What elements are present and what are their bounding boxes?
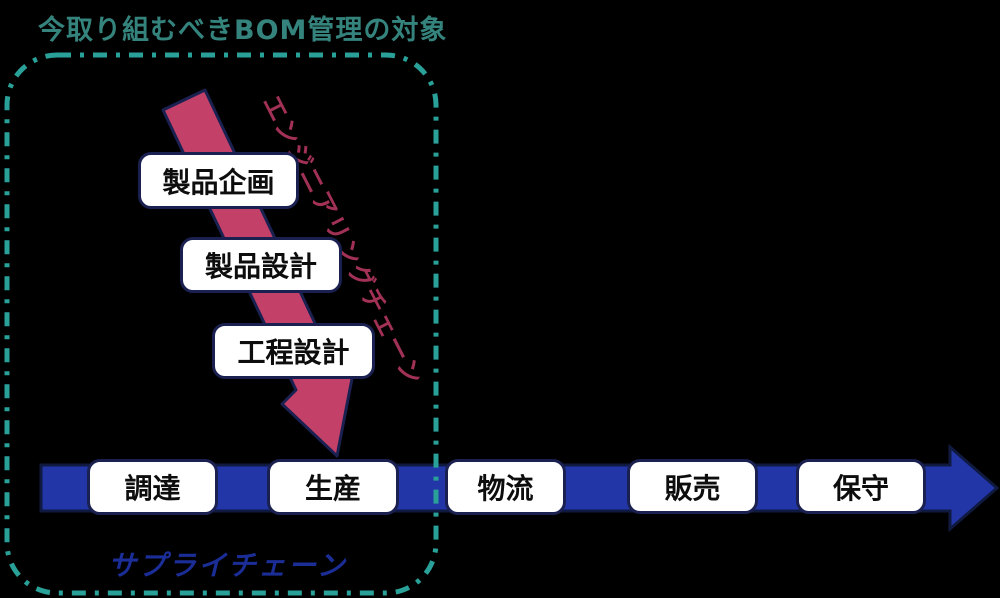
stage-box-production: 生産 bbox=[267, 459, 399, 515]
stage-box-maintenance: 保守 bbox=[796, 459, 926, 514]
stage-box-logistics: 物流 bbox=[445, 459, 566, 515]
stage-box-product-design: 製品設計 bbox=[180, 237, 342, 293]
stage-box-procurement: 調達 bbox=[87, 459, 218, 515]
stage-box-product-planning: 製品企画 bbox=[138, 152, 299, 209]
scope-dashed-border bbox=[4, 52, 439, 596]
stage-box-sales: 販売 bbox=[627, 459, 758, 514]
diagram-title: 今取り組むべきBOM管理の対象 bbox=[38, 15, 448, 46]
supply-chain-label: サプライチェーン bbox=[108, 549, 347, 582]
stage-box-process-design: 工程設計 bbox=[212, 323, 375, 379]
